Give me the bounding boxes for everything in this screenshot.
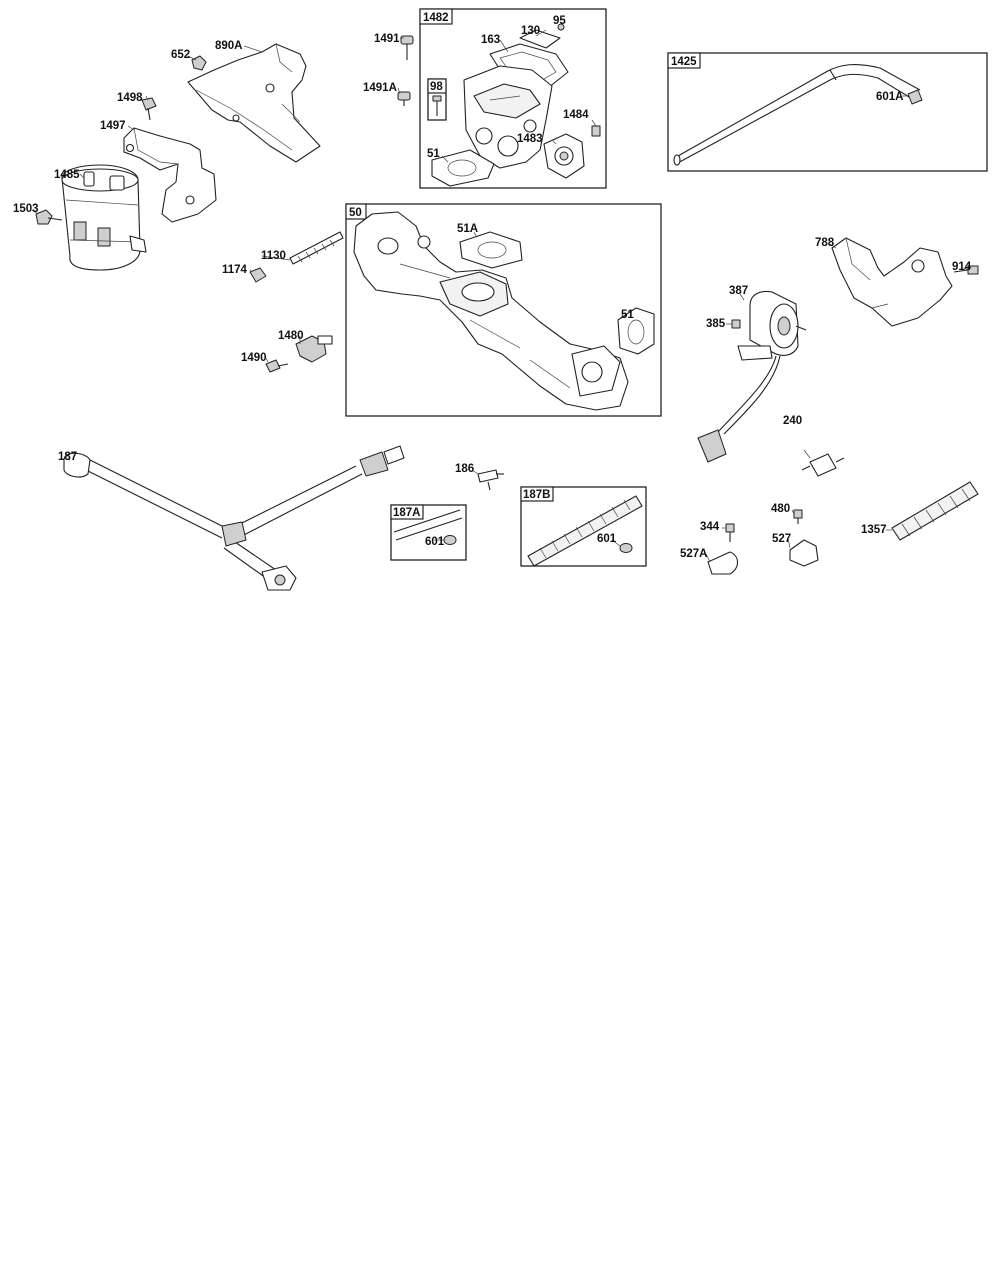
part-1485-canister bbox=[61, 164, 147, 271]
callout-387: 387 bbox=[729, 285, 748, 297]
inline-filter-240 bbox=[801, 453, 845, 477]
callout-601-b: 601 bbox=[597, 533, 617, 545]
callout-601A: 601A bbox=[876, 91, 904, 103]
bolt-652 bbox=[191, 55, 207, 71]
callout-527A: 527A bbox=[680, 548, 708, 560]
tag-98 bbox=[427, 78, 447, 94]
clamp-601-b bbox=[619, 543, 633, 553]
bolt-1503 bbox=[35, 209, 63, 225]
callout-1483: 1483 bbox=[517, 133, 543, 145]
fitting-1480 bbox=[295, 335, 333, 363]
tag-187B-label: 187B bbox=[523, 489, 551, 501]
callout-788: 788 bbox=[815, 237, 835, 249]
frame-1425 bbox=[667, 52, 988, 172]
bolt-1490 bbox=[265, 359, 289, 373]
tag-187A bbox=[390, 504, 424, 520]
stud-1130 bbox=[289, 231, 344, 265]
callout-652: 652 bbox=[171, 49, 190, 61]
screw-98 bbox=[432, 95, 442, 116]
tag-187A-label: 187A bbox=[393, 507, 421, 519]
callout-1357: 1357 bbox=[861, 524, 887, 536]
bolt-480 bbox=[793, 509, 803, 524]
clip-527A bbox=[707, 551, 739, 575]
tag-50-label: 50 bbox=[349, 207, 362, 219]
gasket-130 bbox=[519, 29, 561, 49]
callout-385: 385 bbox=[706, 318, 726, 330]
fitting-186 bbox=[477, 469, 504, 491]
sensor-1483 bbox=[543, 133, 585, 179]
tag-98-label: 98 bbox=[430, 81, 443, 93]
callout-1498: 1498 bbox=[117, 92, 143, 104]
bracket-1497 bbox=[123, 127, 217, 223]
callout-1485: 1485 bbox=[54, 169, 80, 181]
callout-1174: 1174 bbox=[222, 264, 248, 276]
callout-1130: 1130 bbox=[261, 250, 286, 262]
hose-187A bbox=[393, 509, 463, 541]
tag-50 bbox=[345, 203, 367, 220]
part-1484 bbox=[591, 125, 601, 137]
frame-187A bbox=[390, 504, 467, 561]
callout-890A: 890A bbox=[215, 40, 243, 52]
bolt-1491A bbox=[397, 91, 411, 106]
callout-527: 527 bbox=[772, 533, 791, 545]
tag-1482-label: 1482 bbox=[423, 12, 449, 24]
gasket-51-top bbox=[431, 149, 495, 187]
callout-95: 95 bbox=[553, 15, 566, 27]
callout-344: 344 bbox=[700, 521, 720, 533]
fuel-pump-387 bbox=[697, 290, 807, 463]
bolt-344 bbox=[725, 523, 735, 542]
throttle-body bbox=[463, 65, 553, 169]
clamp-601A bbox=[907, 89, 923, 105]
leader-lines bbox=[31, 29, 969, 563]
clip-527 bbox=[789, 539, 819, 567]
nut-1174 bbox=[249, 267, 267, 283]
clamp-601-a bbox=[443, 535, 457, 545]
manifold-50 bbox=[353, 211, 629, 411]
callout-51-top: 51 bbox=[427, 148, 440, 160]
callout-601-a: 601 bbox=[425, 536, 445, 548]
callout-1484: 1484 bbox=[563, 109, 589, 121]
callout-240: 240 bbox=[783, 415, 802, 427]
bolt-1491 bbox=[400, 35, 414, 60]
callout-1503: 1503 bbox=[13, 203, 39, 215]
tag-1425 bbox=[667, 52, 701, 69]
callout-187: 187 bbox=[58, 451, 77, 463]
callout-480: 480 bbox=[771, 503, 790, 515]
callout-1491: 1491 bbox=[374, 33, 400, 45]
hose-1357 bbox=[891, 481, 979, 541]
hose-1425 bbox=[673, 63, 921, 166]
callout-1480: 1480 bbox=[278, 330, 304, 342]
callout-1497: 1497 bbox=[100, 120, 126, 132]
hose-187B bbox=[527, 495, 643, 567]
tag-1482 bbox=[419, 8, 453, 25]
callout-130: 130 bbox=[521, 25, 540, 37]
gasket-51A bbox=[459, 231, 523, 269]
part-385 bbox=[731, 319, 741, 329]
callout-914: 914 bbox=[952, 261, 972, 273]
callout-1491A: 1491A bbox=[363, 82, 397, 94]
callout-51-mid: 51 bbox=[621, 309, 634, 321]
part-95 bbox=[557, 23, 565, 31]
callout-163: 163 bbox=[481, 34, 500, 46]
callout-186: 186 bbox=[455, 463, 474, 475]
bracket-890A bbox=[187, 43, 321, 163]
callout-1490: 1490 bbox=[241, 352, 267, 364]
hose-assembly-187 bbox=[63, 445, 405, 591]
callout-51A: 51A bbox=[457, 223, 478, 235]
frame-187B bbox=[520, 486, 647, 567]
bracket-788 bbox=[831, 237, 953, 327]
gasket-51-mid bbox=[617, 307, 655, 355]
frame-50 bbox=[345, 203, 662, 417]
bolt-1498 bbox=[141, 97, 157, 121]
tag-187B bbox=[520, 486, 554, 502]
tag-1425-label: 1425 bbox=[671, 56, 697, 68]
frame-1482 bbox=[419, 8, 607, 189]
